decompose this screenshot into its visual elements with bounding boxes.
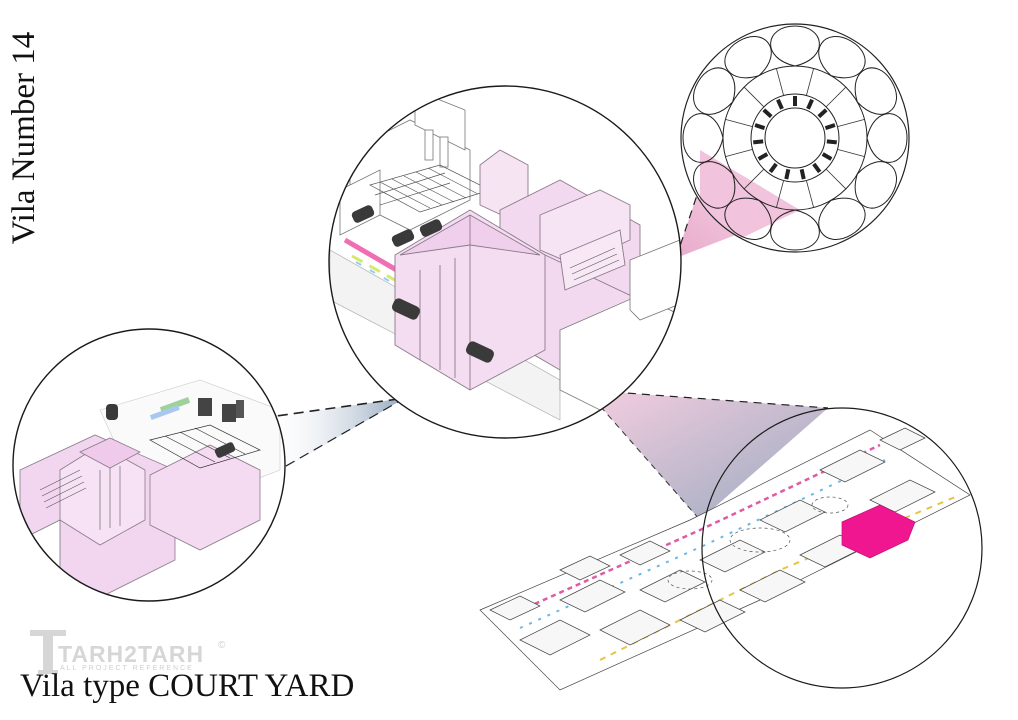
top-detail-circle — [329, 86, 681, 438]
rose-petals — [680, 23, 910, 253]
logo-name: TARH2TARH — [58, 641, 205, 667]
callout-cone-right — [586, 390, 828, 520]
page-title-bottom: Vila type COURT YARD — [20, 668, 355, 704]
top-circle-outline — [328, 85, 682, 439]
page-title-vertical: Vila Number 14 — [6, 31, 42, 245]
logo-icon — [30, 630, 66, 674]
logo-registered: © — [218, 640, 226, 651]
left-circle-outline — [12, 328, 286, 602]
highlighted-villa — [841, 504, 916, 559]
rose-detail-circle — [681, 24, 909, 252]
logo-tagline: ALL PROJECT REFERENCE — [60, 665, 194, 672]
callout-cone-left — [262, 398, 405, 474]
right-circle-outline — [701, 407, 983, 689]
site-plan — [479, 427, 971, 691]
left-detail-circle — [13, 329, 285, 601]
